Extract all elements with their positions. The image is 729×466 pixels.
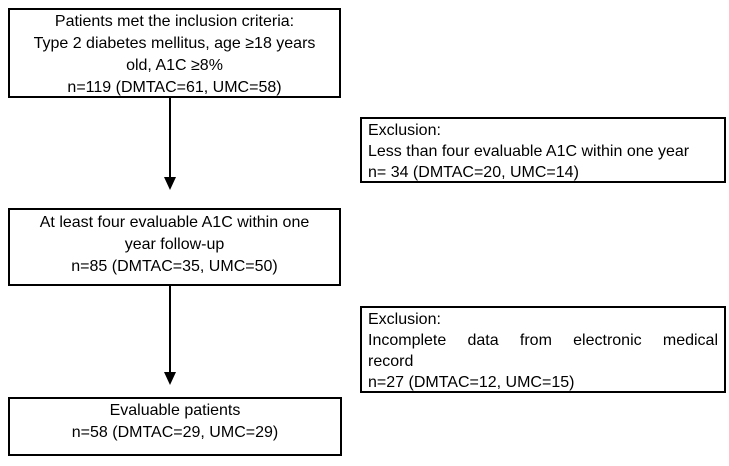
exclusion2-line-2: Incomplete data from electronic medical — [368, 332, 718, 349]
exclusion2-line-4: n=27 (DMTAC=12, UMC=15) — [368, 374, 575, 391]
exclusion1-line-1: Exclusion: — [368, 122, 441, 139]
inclusion-criteria-box: Patients met the inclusion criteria: Typ… — [8, 8, 341, 98]
exclusion1-line-2: Less than four evaluable A1C within one … — [368, 143, 690, 160]
exclusion1-line-3: n= 34 (DMTAC=20, UMC=14) — [368, 164, 579, 181]
followup-line-2: year follow-up — [124, 236, 225, 253]
arrow-line-1 — [169, 97, 171, 178]
evaluable-line-2: n=58 (DMTAC=29, UMC=29) — [71, 424, 279, 441]
exclusion2-line-1: Exclusion: — [368, 311, 441, 328]
followup-box: At least four evaluable A1C within one y… — [8, 208, 341, 286]
inclusion-line-3: old, A1C ≥8% — [126, 57, 223, 74]
followup-line-3: n=85 (DMTAC=35, UMC=50) — [71, 258, 278, 275]
inclusion-line-2: Type 2 diabetes mellitus, age ≥18 years — [33, 35, 316, 52]
inclusion-line-4: n=119 (DMTAC=61, UMC=58) — [67, 79, 282, 96]
evaluable-line-1: Evaluable patients — [109, 402, 241, 419]
exclusion-box-2: Exclusion: Incomplete data from electron… — [360, 306, 726, 393]
exclusion-box-1: Exclusion: Less than four evaluable A1C … — [360, 117, 726, 183]
exclusion2-line-3: record — [368, 353, 414, 370]
arrow-line-2 — [169, 286, 171, 373]
inclusion-line-1: Patients met the inclusion criteria: — [54, 13, 295, 30]
arrow-head-1 — [164, 177, 176, 190]
evaluable-patients-box: Evaluable patients n=58 (DMTAC=29, UMC=2… — [8, 397, 342, 456]
followup-line-1: At least four evaluable A1C within one — [39, 214, 310, 231]
arrow-head-2 — [164, 372, 176, 385]
